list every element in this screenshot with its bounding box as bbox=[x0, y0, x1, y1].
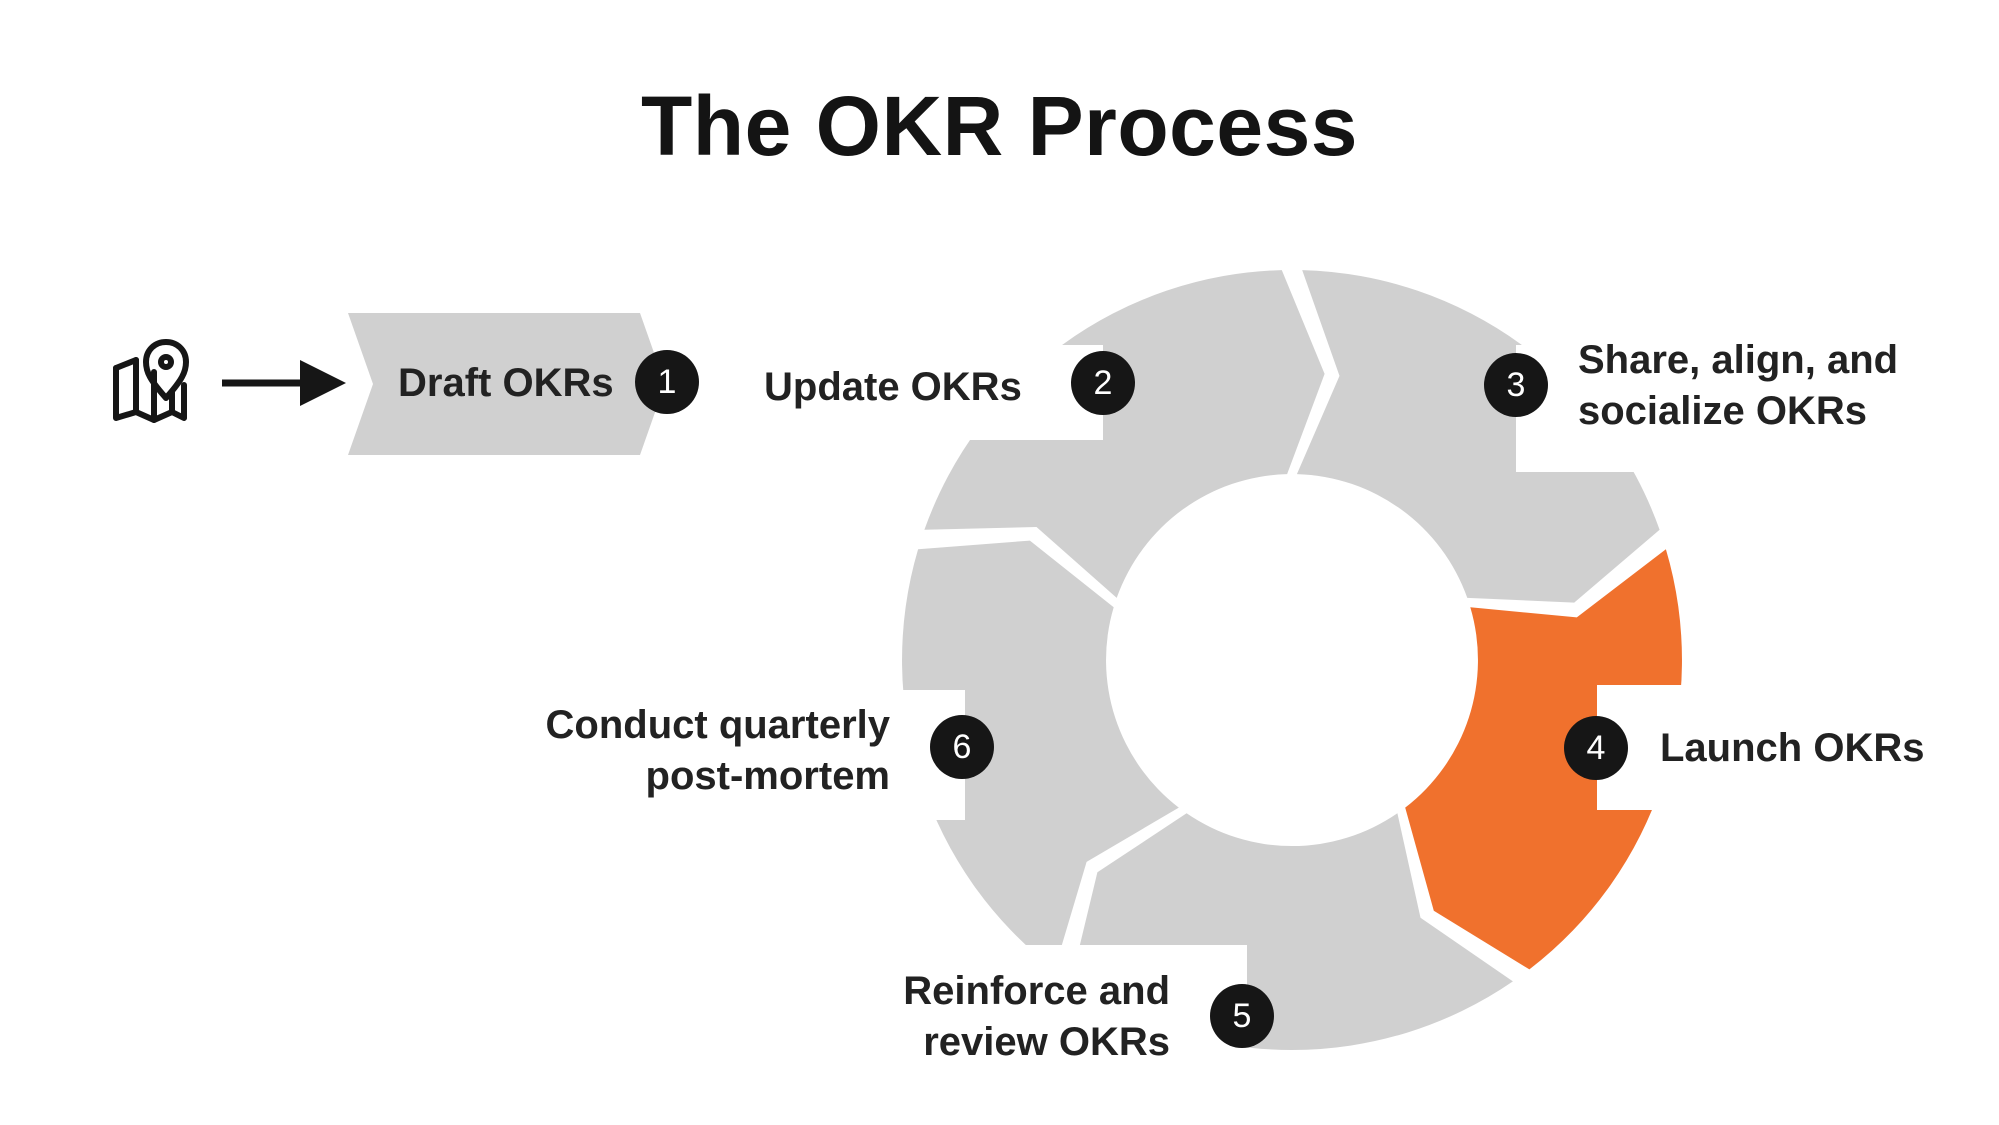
page-title: The OKR Process bbox=[640, 79, 1359, 173]
step-4-label: Launch OKRs bbox=[1660, 723, 1924, 774]
step-3-label-line-1: Share, align, and bbox=[1578, 338, 1899, 382]
step-2-label-line: Update OKRs bbox=[764, 365, 1022, 409]
step-1-label-line: Draft OKRs bbox=[398, 361, 614, 405]
step-6-label-line-2: post-mortem bbox=[645, 754, 890, 798]
step-3-badge: 3 bbox=[1484, 353, 1548, 417]
draft-chevron bbox=[348, 313, 665, 455]
step-5-label-line-2: review OKRs bbox=[923, 1020, 1170, 1064]
step-2-label: Update OKRs bbox=[764, 362, 1022, 413]
cycle-ring bbox=[902, 270, 1682, 1050]
label-plate-step-2 bbox=[740, 345, 1103, 440]
step-2-badge: 2 bbox=[1071, 351, 1135, 415]
step-4-label-line: Launch OKRs bbox=[1660, 726, 1925, 770]
step-5-label: Reinforce and review OKRs bbox=[870, 966, 1170, 1068]
label-plate-step-6 bbox=[520, 690, 965, 820]
label-plate-step-3 bbox=[1516, 345, 1956, 472]
step-1-badge: 1 bbox=[635, 350, 699, 414]
cycle-segment-step-3 bbox=[1405, 549, 1682, 970]
step-4-badge: 4 bbox=[1564, 716, 1628, 780]
cycle-segment-step-2 bbox=[1296, 270, 1660, 603]
entry-arrow bbox=[222, 360, 346, 406]
step-6-label: Conduct quarterly post-mortem bbox=[520, 700, 890, 802]
step-3-label: Share, align, and socialize OKRs bbox=[1578, 335, 1898, 437]
step-3-label-line-2: socialize OKRs bbox=[1578, 389, 1868, 433]
step-1-label: Draft OKRs bbox=[398, 358, 614, 409]
map-pin-icon bbox=[113, 339, 189, 423]
cycle-segment-step-6 bbox=[924, 270, 1325, 598]
step-6-label-line-1: Conduct quarterly bbox=[545, 703, 890, 747]
cycle-segment-step-5 bbox=[902, 540, 1179, 970]
label-plate-step-4 bbox=[1597, 685, 1957, 810]
label-plate-step-5 bbox=[860, 945, 1247, 1085]
step-5-label-line-1: Reinforce and bbox=[903, 969, 1170, 1013]
step-5-badge: 5 bbox=[1210, 984, 1274, 1048]
step-6-badge: 6 bbox=[930, 715, 994, 779]
